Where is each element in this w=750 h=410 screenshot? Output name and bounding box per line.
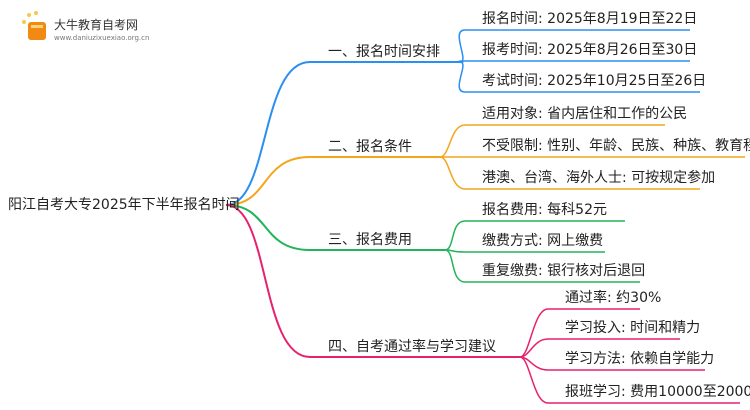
connector — [444, 249, 640, 283]
connector — [519, 356, 740, 404]
connector — [519, 338, 680, 358]
leaf-topic[interactable]: 报名时间: 2025年8月19日至22日 — [482, 11, 698, 27]
leaf-topic[interactable]: 学习投入: 时间和精力 — [565, 320, 701, 336]
connector — [519, 308, 640, 358]
leaf-topic[interactable]: 港澳、台湾、海外人士: 可按规定参加 — [482, 170, 716, 186]
leaf-topic[interactable]: 报班学习: 费用10000至20000元 — [565, 384, 750, 400]
leaf-topic[interactable]: 报考时间: 2025年8月26日至30日 — [482, 42, 698, 58]
logo-name: 大牛教育自考网 — [54, 18, 139, 32]
connector — [225, 156, 440, 206]
connector — [225, 61, 460, 206]
branch-topic[interactable]: 二、报名条件 — [328, 139, 412, 155]
connector — [444, 249, 605, 253]
connector — [444, 220, 625, 251]
branch-topic[interactable]: 四、自考通过率与学习建议 — [328, 339, 496, 355]
branch-topic[interactable]: 一、报名时间安排 — [328, 44, 440, 60]
leaf-topic[interactable]: 缴费方式: 网上缴费 — [482, 233, 604, 249]
connector — [439, 156, 700, 190]
leaf-topic[interactable]: 考试时间: 2025年10月25日至26日 — [482, 73, 707, 89]
connector — [225, 204, 520, 358]
connector — [458, 60, 690, 63]
leaf-topic[interactable]: 通过率: 约30% — [565, 290, 662, 306]
connector — [225, 204, 445, 251]
leaf-topic[interactable]: 报名费用: 每科52元 — [482, 202, 607, 218]
connector — [439, 124, 665, 158]
branch-topic[interactable]: 三、报名费用 — [328, 232, 412, 248]
leaf-topic[interactable]: 学习方法: 依赖自学能力 — [565, 351, 715, 367]
logo-url: www.daniuzixuexiao.org.cn — [54, 34, 150, 42]
leaf-topic[interactable]: 不受限制: 性别、年龄、民族、种族、教育程度 — [482, 138, 750, 154]
leaf-topic[interactable]: 适用对象: 省内居住和工作的公民 — [482, 106, 688, 122]
leaf-topic[interactable]: 重复缴费: 银行核对后退回 — [482, 263, 646, 279]
root-topic[interactable]: 阳江自考大专2025年下半年报名时间 — [8, 197, 240, 213]
connector — [458, 61, 700, 93]
